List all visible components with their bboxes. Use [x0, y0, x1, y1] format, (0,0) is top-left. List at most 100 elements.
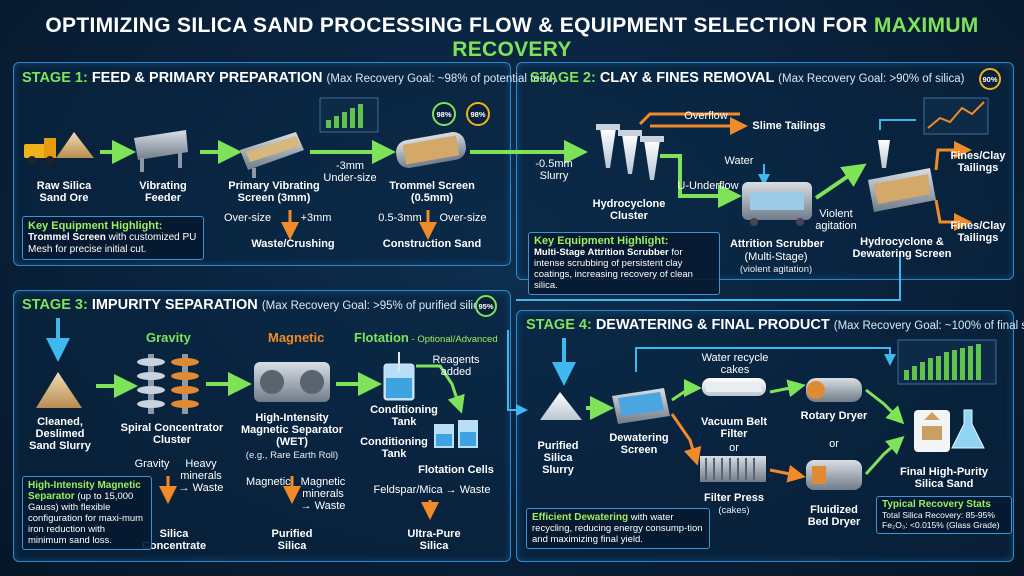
ultra-pure-silica-label: Ultra-Pure Silica: [396, 528, 472, 552]
scrubber-sub2-label: (violent agitation): [726, 264, 826, 276]
flotation-category: Flotation - Optional/Advanced: [354, 330, 498, 345]
flotation-cells-label: Flotation Cells: [416, 464, 496, 476]
or1-label: or: [722, 442, 746, 454]
trommel-screen-icon: [394, 130, 468, 170]
conditioning-tank-icon: [384, 352, 414, 400]
purified-silica-label: Purified Silica: [256, 528, 328, 552]
flask-icon: [952, 410, 984, 448]
plus3-label: +3mm: [296, 212, 336, 224]
stage4-chart-icon: [898, 340, 996, 384]
water-label: Water: [722, 155, 756, 167]
fines-tailings-2-label: Fines/Clay Tailings: [944, 220, 1012, 244]
primary-screen-icon: [240, 132, 304, 178]
vacuum-belt-label: Vacuum Belt Filter: [698, 416, 770, 440]
oversize-label: Over-size: [224, 212, 264, 224]
gravity-category: Gravity: [146, 330, 191, 345]
stage2-highlight-title: Key Equipment Highlight:: [534, 236, 714, 247]
slurry-label: -0.5mm Slurry: [526, 158, 582, 182]
hydrocyclone-label: Hydrocyclone Cluster: [580, 198, 678, 222]
stage1-header: STAGE 1: FEED & PRIMARY PREPARATION (Max…: [22, 70, 556, 86]
fines-tailings-1-label: Fines/Clay Tailings: [944, 150, 1012, 174]
stage2-header: STAGE 2: CLAY & FINES REMOVAL (Max Recov…: [530, 70, 964, 86]
hims-sub-label: (e.g., Rare Earth Roll): [244, 450, 340, 462]
stage3-name: IMPURITY SEPARATION: [88, 297, 258, 313]
reagents-label: Reagents added: [430, 354, 482, 378]
flotation-label: Flotation: [354, 330, 409, 345]
stage3-badge: 95%: [475, 295, 497, 317]
dewatering-screen-icon: [612, 388, 670, 424]
water-recycle-label: Water recycle cakes: [700, 352, 770, 376]
conditioning-tank-2-label: Conditioning Tank: [358, 436, 430, 460]
magnetic-waste-label: Magnetic: [246, 476, 290, 488]
purified-slurry-pile-icon: [540, 392, 582, 420]
stage1-badge-1: 98%: [432, 102, 456, 126]
fluidized-bed-dryer-icon: [806, 460, 862, 490]
gravity-waste-label: Gravity: [134, 458, 170, 470]
stage2-highlight-bold: Multi-Stage Attrition Scrubber: [534, 247, 669, 258]
scrubber-sub-label: (Multi-Stage): [736, 251, 816, 263]
or2-label: or: [822, 438, 846, 450]
vibrating-feeder-icon: [134, 130, 188, 172]
stage4-name: DEWATERING & FINAL PRODUCT: [592, 317, 830, 333]
violent-agitation-label: Violent agitation: [810, 208, 862, 232]
size-range-label: 0.5-3mm: [378, 212, 422, 224]
conditioning-tank-1-label: Conditioning Tank: [368, 404, 440, 428]
hydrocyclone-dewatering-screen-icon: [868, 140, 936, 212]
stage2-name: CLAY & FINES REMOVAL: [596, 70, 774, 86]
cleaned-slurry-label: Cleaned, Deslimed Sand Slurry: [24, 416, 96, 452]
flotation-cells-icon: [434, 420, 478, 448]
stage4-number: STAGE 4:: [526, 317, 592, 333]
magnetic-minerals-label: Magnetic minerals → Waste: [298, 476, 348, 512]
stage1-highlight-bold: Trommel Screen: [28, 232, 106, 243]
stage1-chart-icon: [320, 98, 378, 132]
construction-sand-label: Construction Sand: [372, 238, 492, 250]
stage4-goal: (Max Recovery Goal: ~100% of final sand): [834, 320, 1024, 332]
spiral-label: Spiral Concentrator Cluster: [116, 422, 228, 446]
stage4-header: STAGE 4: DEWATERING & FINAL PRODUCT (Max…: [526, 317, 1024, 333]
magnetic-category: Magnetic: [268, 330, 324, 345]
raw-ore-label: Raw Silica Sand Ore: [22, 180, 106, 204]
vibrating-feeder-label: Vibrating Feeder: [128, 180, 198, 204]
stage3-number: STAGE 3:: [22, 297, 88, 313]
rotary-dryer-icon: [806, 378, 862, 402]
sand-pile-icon: [56, 132, 94, 158]
underflow-label: U-Underflow: [676, 180, 740, 192]
truck-icon: [24, 138, 56, 164]
under3-label: -3mm Under-size: [320, 160, 380, 184]
primary-screen-label: Primary Vibrating Screen (3mm): [224, 180, 324, 204]
feldspar-waste-label: Feldspar/Mica → Waste: [372, 484, 492, 496]
oversize2-label: Over-size: [438, 212, 488, 224]
stage4-highlight-bold: Efficient Dewatering: [532, 512, 628, 523]
vacuum-belt-filter-icon: [702, 378, 766, 396]
sand-bag-icon: [914, 410, 950, 452]
magnetic-separator-icon: [254, 362, 330, 402]
final-product-label: Final High-Purity Silica Sand: [894, 466, 994, 490]
stage1-highlight-box: Key Equipment Highlight:Trommel Screen w…: [22, 216, 204, 260]
stage1-name: FEED & PRIMARY PREPARATION: [88, 70, 323, 86]
flotation-note: - Optional/Advanced: [409, 334, 498, 345]
filter-press-label: Filter Press: [698, 492, 770, 504]
heavy-minerals-label: Heavy minerals → Waste: [176, 458, 226, 494]
filter-press-icon: [700, 456, 766, 482]
recovery-stats-line1: Total Silica Recovery: 85-95%: [882, 510, 1006, 520]
recovery-stats-line2: Fe₂O₃: <0.015% (Glass Grade): [882, 520, 1006, 530]
stage2-number: STAGE 2:: [530, 70, 596, 86]
stage2-highlight-box: Key Equipment Highlight:Multi-Stage Attr…: [528, 232, 720, 295]
recovery-stats-title: Typical Recovery Stats: [882, 500, 1006, 510]
stage1-badge-2: 98%: [466, 102, 490, 126]
hims-label: High-Intensity Magnetic Separator (WET): [236, 412, 348, 448]
stage2-goal: (Max Recovery Goal: >90% of silica): [778, 73, 964, 85]
purified-slurry-label: Purified Silica Slurry: [530, 440, 586, 476]
slime-tailings-label: Slime Tailings: [746, 120, 832, 132]
stage1-goal: (Max Recovery Goal: ~98% of potential fe…: [327, 73, 557, 85]
stage1-number: STAGE 1:: [22, 70, 88, 86]
dewater-hydro-label: Hydrocyclone & Dewatering Screen: [850, 236, 954, 260]
stage3-highlight-box: High-Intensity Magnetic Separator (up to…: [22, 476, 152, 550]
dewatering-screen-label: Dewatering Screen: [604, 432, 674, 456]
stage2-chart-icon: [924, 98, 988, 134]
rotary-dryer-label: Rotary Dryer: [794, 410, 874, 422]
waste-crushing-label: Waste/Crushing: [238, 238, 348, 250]
